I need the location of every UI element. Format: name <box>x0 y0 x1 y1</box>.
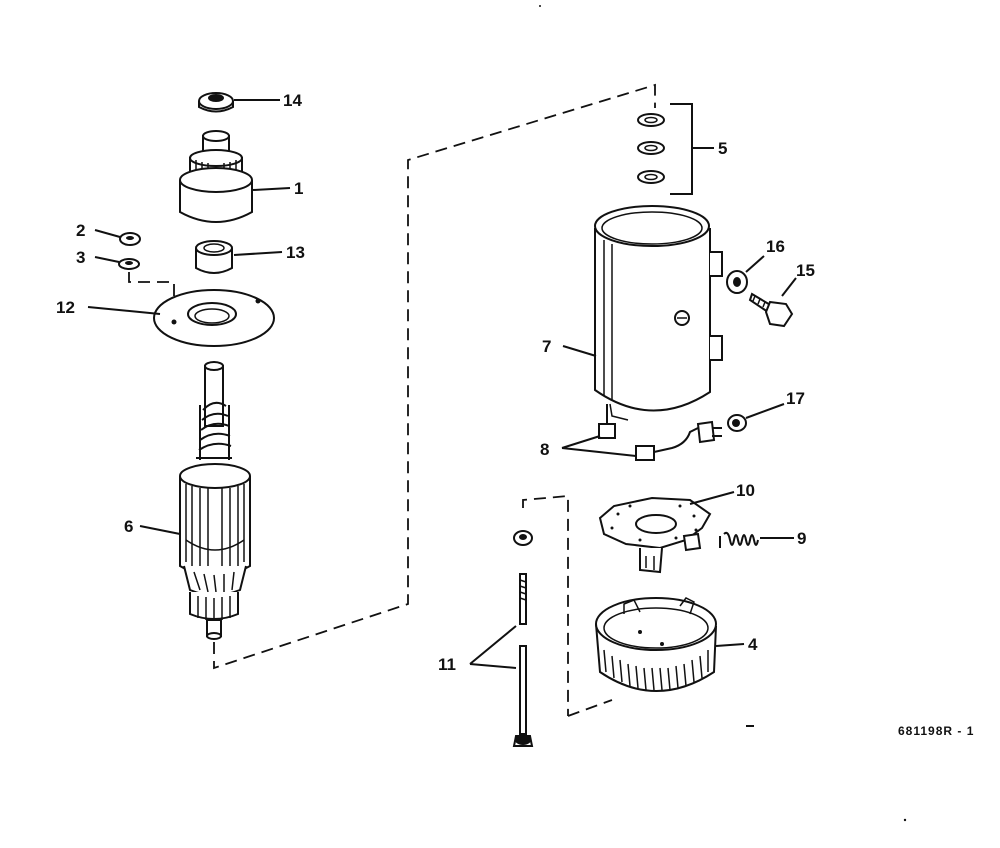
part-10-brush-plate <box>598 496 712 574</box>
leader-6 <box>139 525 181 535</box>
leader-4 <box>715 643 745 647</box>
leader-15 <box>781 277 797 297</box>
figure-id: 681198R - 1 <box>898 724 974 738</box>
callout-5: 5 <box>718 139 727 158</box>
leader-16 <box>745 255 765 273</box>
stray-dot <box>903 818 907 822</box>
callout-3: 3 <box>76 248 85 267</box>
part-12-end-plate <box>153 289 275 347</box>
alignment-line-left <box>128 272 175 322</box>
callout-4: 4 <box>748 635 758 654</box>
part-2-nut <box>119 232 141 246</box>
part-4-end-cap <box>595 597 717 692</box>
part-17-nut <box>727 414 747 432</box>
callout-16: 16 <box>766 237 785 256</box>
part-16-washer <box>726 270 748 294</box>
leader-17 <box>745 403 785 419</box>
part-1-drive-pinion <box>179 130 253 223</box>
part-14-nut <box>198 92 234 113</box>
callout-14: 14 <box>283 91 302 110</box>
alignment-line-main <box>213 83 656 670</box>
part-11-through-bolts <box>512 573 534 747</box>
stray-dot-top <box>539 5 541 7</box>
callout-11: 11 <box>438 655 456 674</box>
leader-11 <box>469 625 517 669</box>
part-3-lockwasher <box>118 258 140 270</box>
callout-10: 10 <box>736 481 755 500</box>
part-13-bushing <box>195 240 233 274</box>
callout-9: 9 <box>797 529 806 548</box>
leader-13 <box>233 251 283 256</box>
leader-7 <box>562 345 597 357</box>
leader-3 <box>94 256 120 263</box>
part-9-spring <box>719 531 759 548</box>
part-6-armature <box>179 361 251 640</box>
leader-1 <box>252 187 291 191</box>
part-8-brushes <box>598 404 722 461</box>
callout-7: 7 <box>542 337 551 356</box>
callout-17: 17 <box>786 389 805 408</box>
part-5-washers <box>637 113 665 184</box>
callout-6: 6 <box>124 517 133 536</box>
leader-10 <box>689 491 735 505</box>
callout-1: 1 <box>294 179 303 198</box>
leader-2 <box>94 229 121 238</box>
bracket-5 <box>670 103 693 195</box>
callout-15: 15 <box>796 261 815 280</box>
alignment-line-right <box>522 495 569 716</box>
callout-13: 13 <box>286 243 305 262</box>
callout-8: 8 <box>540 440 549 459</box>
leader-12 <box>87 306 161 315</box>
callout-12: 12 <box>56 298 75 317</box>
alignment-line-right-end <box>567 699 613 717</box>
callout-2: 2 <box>76 221 85 240</box>
part-15-bolt <box>748 292 794 328</box>
leader-8 <box>561 435 637 457</box>
part-7-field-frame <box>594 205 723 421</box>
through-bolt-washer <box>513 530 533 546</box>
